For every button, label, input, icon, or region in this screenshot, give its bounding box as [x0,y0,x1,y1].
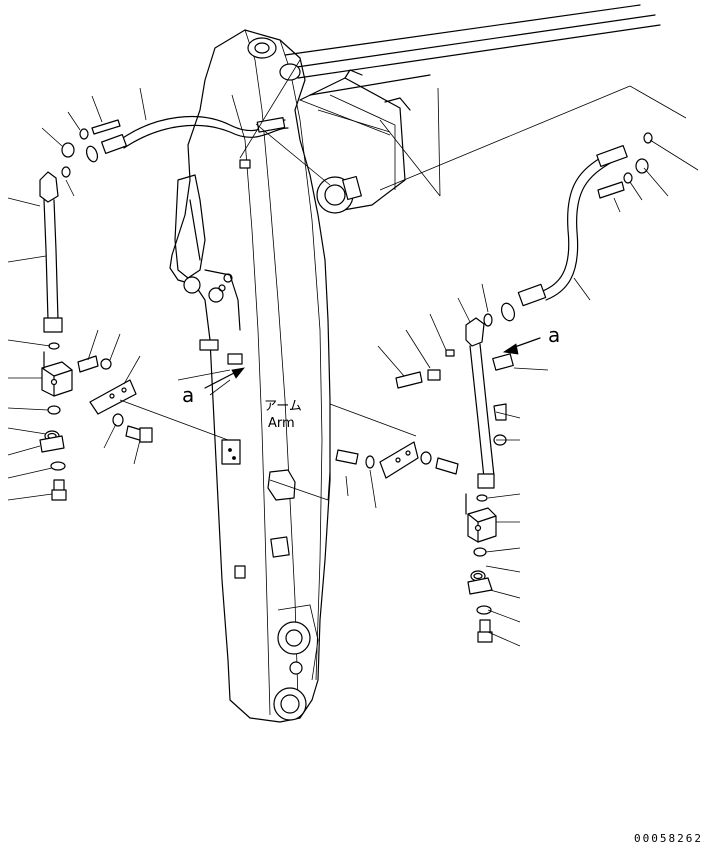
bolt-left-mid [77,355,99,373]
left-hose-assembly [39,116,289,501]
clip-right [427,369,441,381]
right-hose [539,154,606,293]
bolt-right-mid [335,449,359,465]
drawing-number: 00058262 [634,832,703,845]
left-tube-clamp [39,171,59,203]
arm-label-en: Arm [268,416,295,431]
view-arrow-left: a [182,367,245,407]
bolt-left-top [91,119,121,135]
arm-boss-plate [267,469,296,501]
arm-label-jp: アーム [264,399,302,414]
right-bracket [379,441,419,479]
right-tube-clamp [465,317,485,347]
right-hose-assembly [335,132,653,643]
view-marker-right: a [548,323,560,347]
arm-clip [239,159,251,169]
washer-left-top [61,142,75,158]
arm-end-boss [273,687,307,721]
left-flange [39,435,65,453]
leader-lines [7,59,699,647]
view-arrow-right: a [502,323,560,355]
o-ring-left-1 [48,342,60,350]
boom-structure [284,4,661,214]
arm-top-boss [247,37,277,59]
bolt-right-top [597,181,625,199]
bolt-right-lower [435,457,459,475]
bolt-right-upper [395,371,423,389]
arm-lower-boss [277,621,311,655]
arm-structure [169,29,331,723]
right-flange [467,577,493,595]
right-block [467,507,497,543]
view-marker-left: a [182,383,194,407]
o-ring-right-1 [476,494,488,502]
left-block [41,361,73,397]
